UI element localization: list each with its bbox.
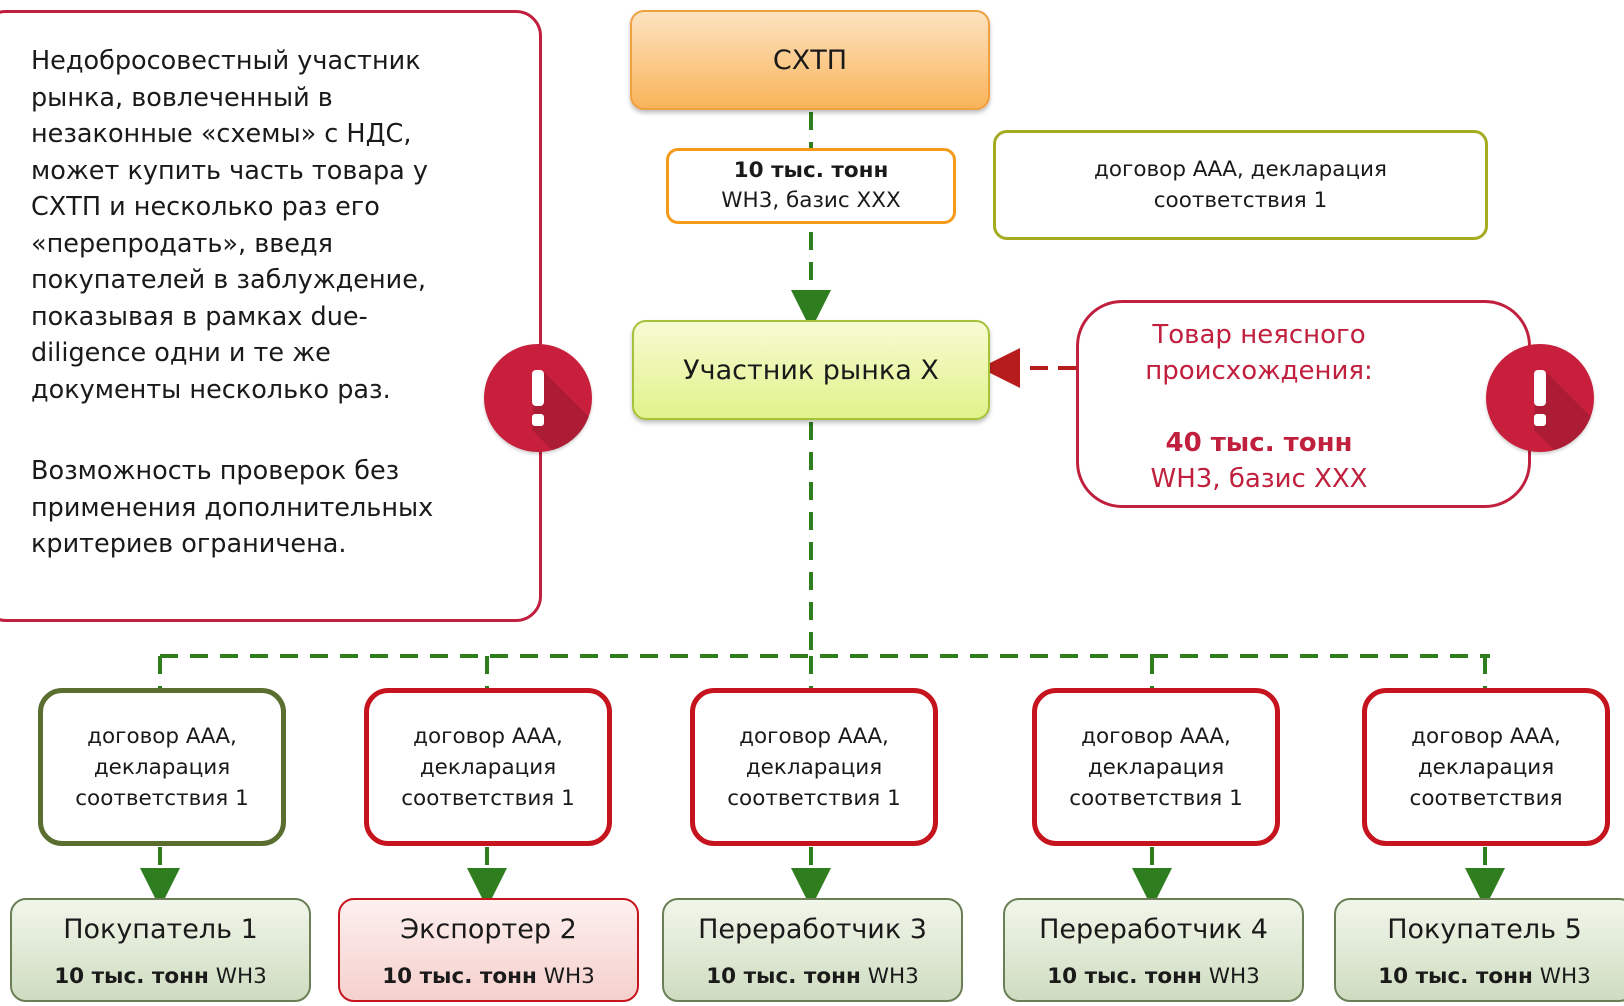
buyer-name: Покупатель 1	[63, 914, 258, 945]
left-note-paragraph-2: Возможность проверок без применения допо…	[31, 456, 434, 559]
buyer-quantity: 10 тыс. тонн WH3	[340, 964, 637, 989]
buyer-product: WH3	[1539, 964, 1591, 989]
top-quantity-amount: 10 тыс. тонн	[733, 158, 889, 183]
buyer-quantity: 10 тыс. тонн WH3	[12, 964, 309, 989]
buyer-qty-amount: 10 тыс. тонн	[706, 964, 861, 989]
buyer-name: Переработчик 3	[698, 914, 927, 945]
buyer-product: WH3	[543, 964, 595, 989]
warning-icon	[484, 344, 592, 452]
right-note-amount: 40 тыс. тонн	[1165, 428, 1353, 458]
left-note-paragraph-1: Недобросовестный участник рынка, вовлече…	[31, 46, 429, 405]
buyer-node-3: Переработчик 3 10 тыс. тонн WH3	[662, 898, 963, 1002]
document-box-2: договор ААА, декларация соответствия 1	[364, 688, 612, 846]
buyer-qty-amount: 10 тыс. тонн	[1047, 964, 1202, 989]
right-warning-note: Товар неясного происхождения: 40 тыс. то…	[1076, 300, 1531, 508]
buyer-node-2: Экспортер 2 10 тыс. тонн WH3	[338, 898, 639, 1002]
top-quantity-detail: WH3, базис XXX	[721, 188, 901, 213]
buyer-name: Покупатель 5	[1387, 914, 1582, 945]
node-market-participant-x: Участник рынка X	[632, 320, 990, 420]
buyer-node-1: Покупатель 1 10 тыс. тонн WH3	[10, 898, 311, 1002]
buyer-name: Экспортер 2	[400, 914, 577, 945]
left-warning-note: Недобросовестный участник рынка, вовлече…	[0, 10, 542, 622]
document-box-4: договор ААА, декларация соответствия 1	[1032, 688, 1280, 846]
node-skhtp: СХТП	[630, 10, 990, 110]
buyer-product: WH3	[1208, 964, 1260, 989]
buyer-qty-amount: 10 тыс. тонн	[382, 964, 537, 989]
document-box-1: договор ААА, декларация соответствия 1	[38, 688, 286, 846]
buyer-product: WH3	[867, 964, 919, 989]
buyer-qty-amount: 10 тыс. тонн	[1378, 964, 1533, 989]
right-note-quantity: 40 тыс. тонн WH3, базис XXX	[1119, 425, 1399, 497]
buyer-node-5: Покупатель 5 10 тыс. тонн WH3	[1334, 898, 1624, 1002]
buyer-quantity: 10 тыс. тонн WH3	[1005, 964, 1302, 989]
document-box-3: договор ААА, декларация соответствия 1	[690, 688, 938, 846]
top-document-box: договор ААА, декларация соответствия 1	[993, 130, 1488, 240]
buyer-quantity: 10 тыс. тонн WH3	[664, 964, 961, 989]
document-box-5: договор ААА, декларация соответствия	[1362, 688, 1610, 846]
right-note-detail: WH3, базис XXX	[1150, 464, 1368, 494]
warning-icon	[1486, 344, 1594, 452]
buyer-name: Переработчик 4	[1039, 914, 1268, 945]
buyer-qty-amount: 10 тыс. тонн	[54, 964, 209, 989]
right-note-title: Товар неясного происхождения:	[1145, 320, 1373, 386]
buyer-node-4: Переработчик 4 10 тыс. тонн WH3	[1003, 898, 1304, 1002]
buyer-quantity: 10 тыс. тонн WH3	[1336, 964, 1624, 989]
top-quantity-label: 10 тыс. тонн WH3, базис XXX	[666, 148, 956, 224]
buyer-product: WH3	[215, 964, 267, 989]
